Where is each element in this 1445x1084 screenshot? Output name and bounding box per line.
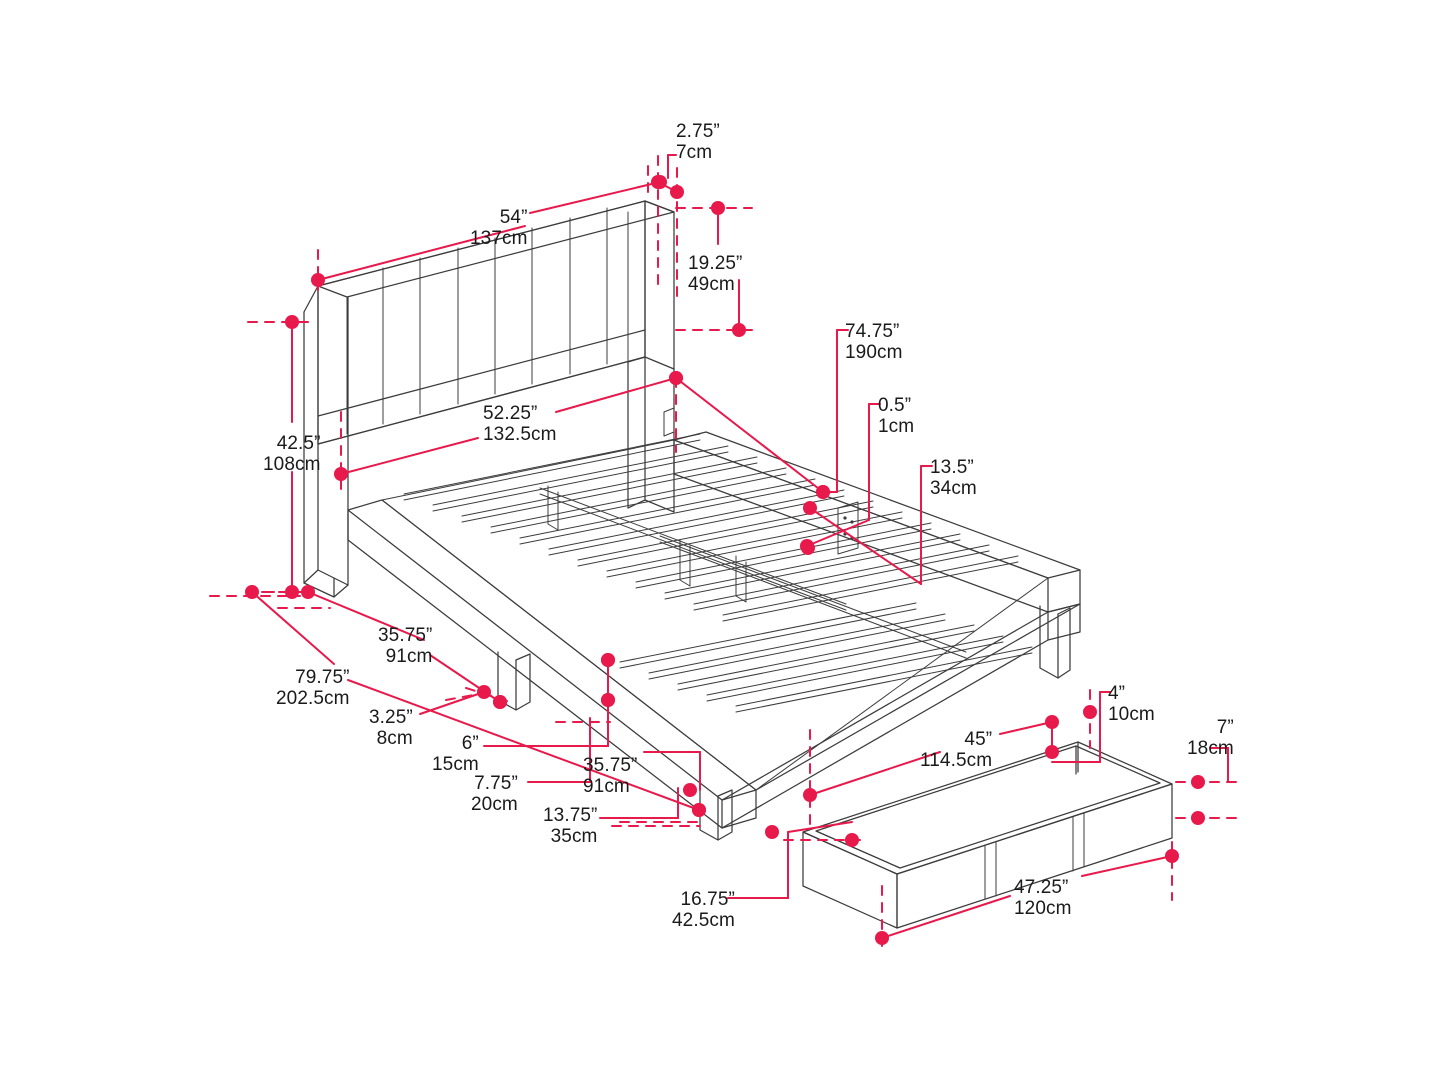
dim-label-headboard-inner-width: 52.25”132.5cm [483,403,557,445]
dim-label-slat-thickness: 0.5”1cm [878,395,915,437]
dim-label-slat-span: 35.75”91cm [583,755,638,797]
headboard-channel-tufting [346,207,629,435]
dim-slat-span [601,541,815,791]
dim-drawer-front-height [1175,747,1241,825]
headboard-bracket [663,407,675,437]
dim-headboard-panel-height [675,201,753,337]
dim-label-rail-thickness: 3.25”8cm [369,707,413,749]
dim-headboard-inner-width [334,371,683,491]
dim-label-drawer-side-height: 4”10cm [1108,683,1155,725]
dim-headboard-overall-height [247,315,311,599]
dim-drawer-width [875,841,1179,951]
storage-drawer-inner-base [815,830,901,869]
dim-drawer-side-height [1051,689,1111,763]
dim-deck-height [803,465,933,585]
dim-label-bed-overall-length: 74.75”190cm [845,321,903,363]
bed-slat-deck [381,433,1049,791]
dim-label-drawer-width: 47.25”120cm [1014,877,1072,919]
storage-drawer-front-panels [896,812,1085,929]
dim-label-drawer-front-height: 7”18cm [1187,717,1234,759]
dim-label-mattress-width: 35.75”91cm [378,625,433,667]
dim-rail-height [527,693,615,783]
dim-label-leg-height: 6”15cm [432,733,479,775]
headboard-left-post [303,285,349,598]
dim-label-drawer-depth: 16.75”42.5cm [672,889,735,931]
bed-frame-foot-rail [721,603,1081,829]
bed-center-support-rail [539,485,967,659]
dim-label-headboard-width: 54”137cm [470,207,528,249]
dim-label-headboard-post-depth: 2.75”7cm [676,121,720,163]
dim-label-headboard-overall-height: 42.5”108cm [263,433,321,475]
dim-label-bed-overall-footprint: 79.75”202.5cm [276,667,350,709]
dim-rail-thickness [419,685,507,715]
dim-label-deck-height: 13.5”34cm [930,457,977,499]
dim-label-clearance-under-bed: 13.75”35cm [543,805,598,847]
dim-clearance-under-bed [599,783,706,827]
dim-drawer-depth [727,821,861,899]
dim-label-rail-height: 7.75”20cm [471,773,518,815]
dim-label-headboard-panel-height: 19.25”49cm [688,253,743,295]
dim-label-drawer-inner-depth: 45”114.5cm [920,729,993,771]
dim-drawer-inner-depth [803,715,1059,831]
dim-headboard-width [311,165,667,291]
